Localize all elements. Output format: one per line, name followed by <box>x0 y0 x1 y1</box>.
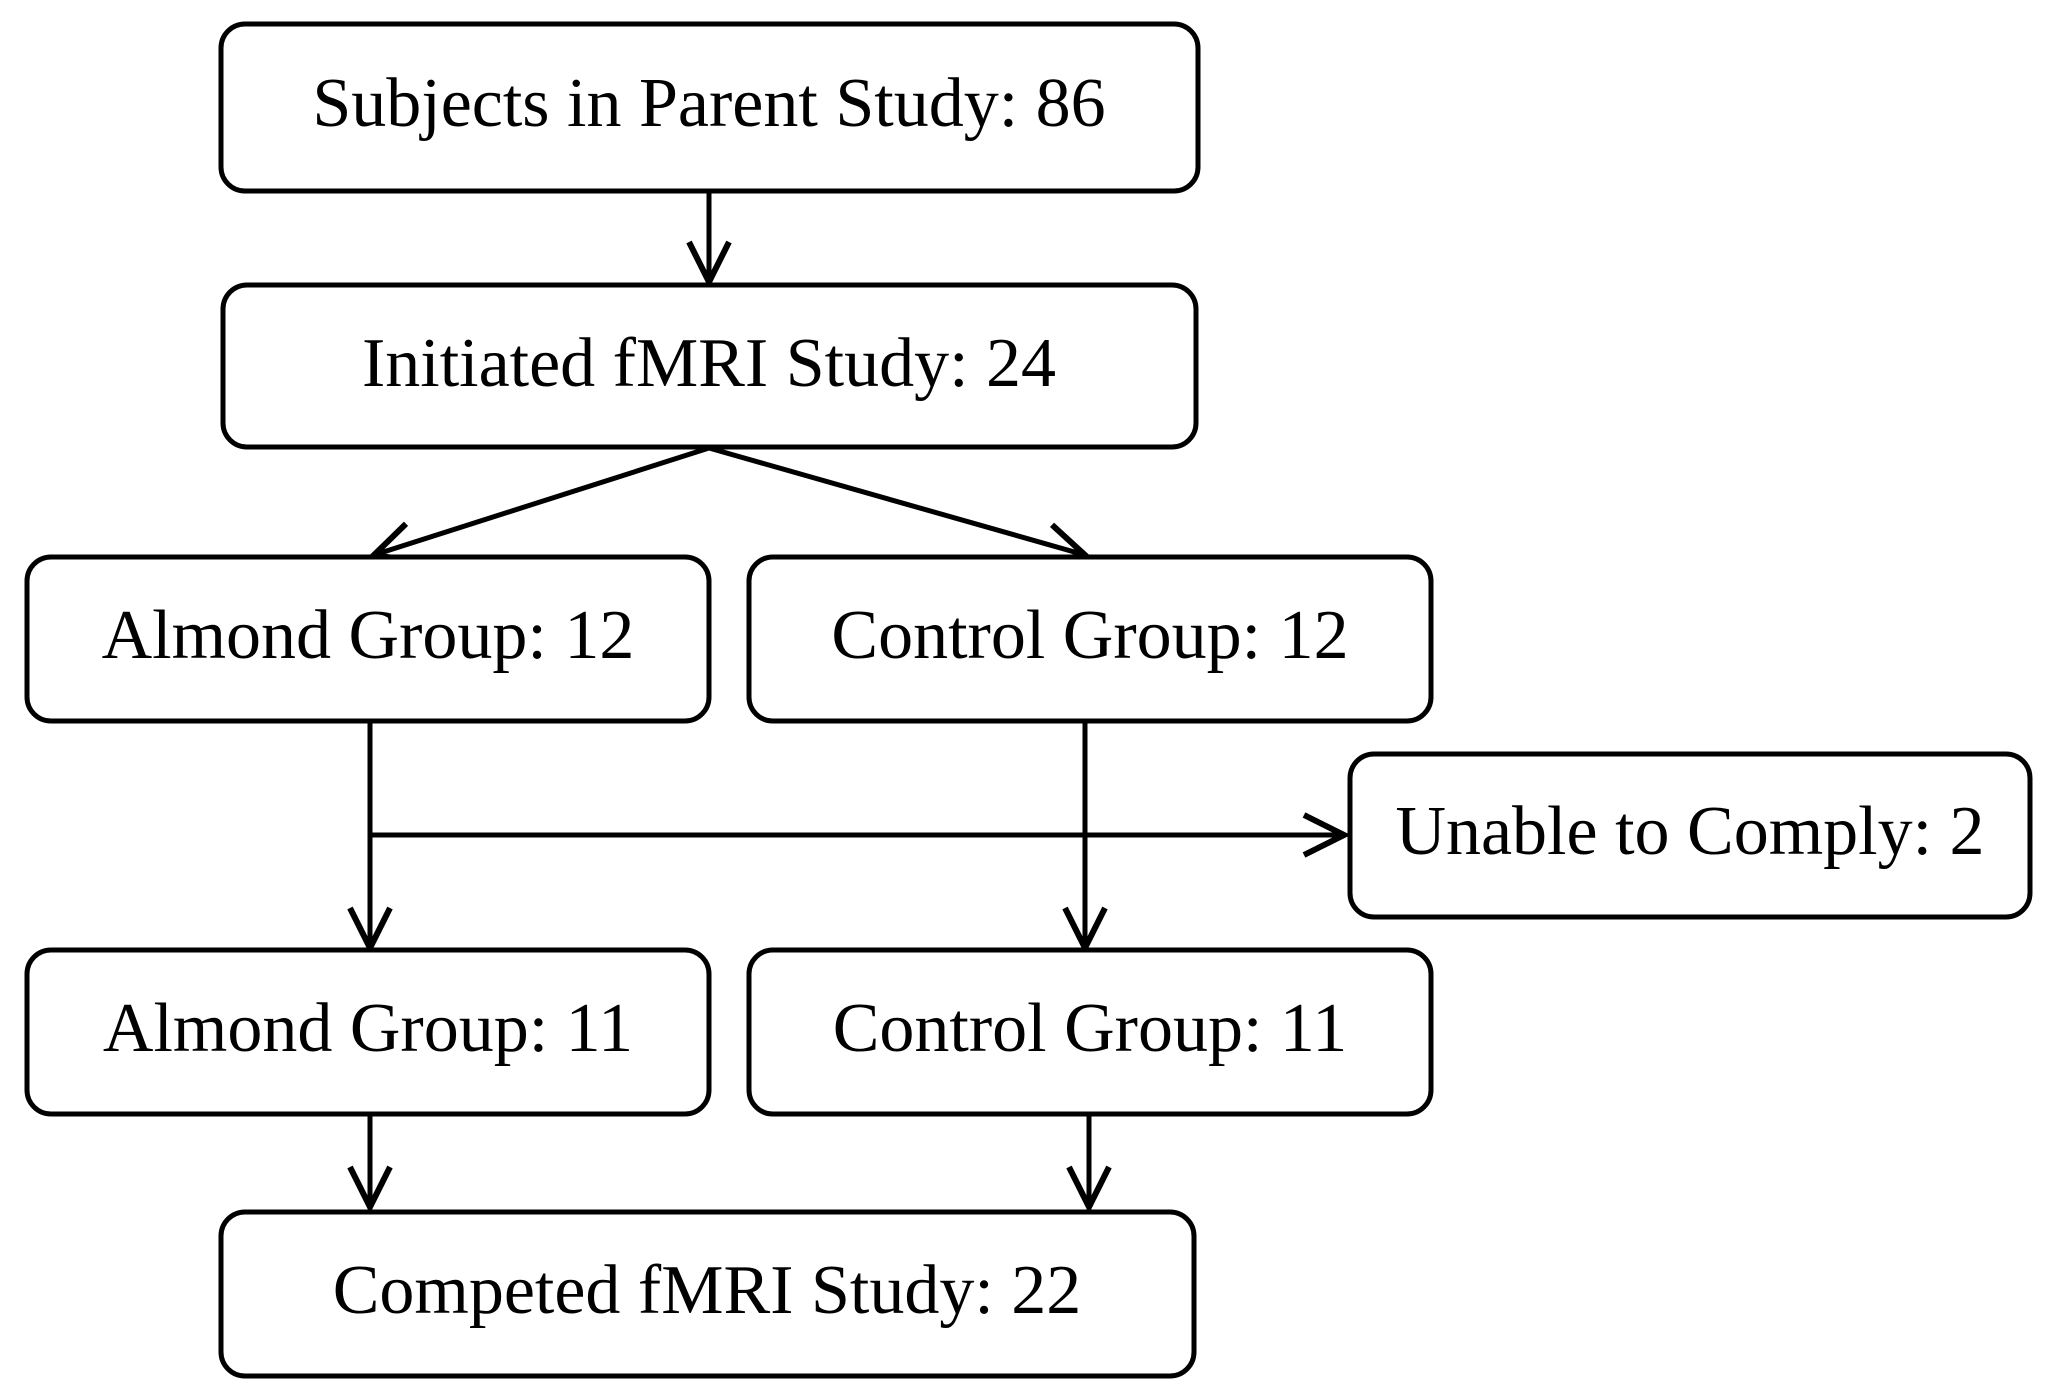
node-initiated-study: Initiated fMRI Study: 24 <box>220 282 1199 450</box>
node-unable-to-comply-label: Unable to Comply: 2 <box>1395 793 1984 870</box>
node-completed-study-label: Competed fMRI Study: 22 <box>333 1252 1082 1329</box>
node-control-group-end-label: Control Group: 11 <box>833 990 1348 1067</box>
node-control-group-start: Control Group: 12 <box>746 554 1434 724</box>
node-almond-group-end-label: Almond Group: 11 <box>103 990 633 1067</box>
node-parent-study: Subjects in Parent Study: 86 <box>218 21 1201 194</box>
node-completed-study: Competed fMRI Study: 22 <box>218 1209 1197 1379</box>
node-almond-group-start: Almond Group: 12 <box>24 554 712 724</box>
arrow-initiated-to-almond <box>374 445 710 555</box>
node-unable-to-comply: Unable to Comply: 2 <box>1347 751 2033 920</box>
node-parent-study-label: Subjects in Parent Study: 86 <box>312 65 1105 142</box>
node-control-group-end: Control Group: 11 <box>746 947 1434 1117</box>
node-almond-group-end: Almond Group: 11 <box>24 947 712 1117</box>
node-initiated-study-label: Initiated fMRI Study: 24 <box>362 325 1056 402</box>
arrow-initiated-to-control <box>708 445 1085 555</box>
node-almond-group-start-label: Almond Group: 12 <box>102 597 635 674</box>
node-control-group-start-label: Control Group: 12 <box>831 597 1348 674</box>
